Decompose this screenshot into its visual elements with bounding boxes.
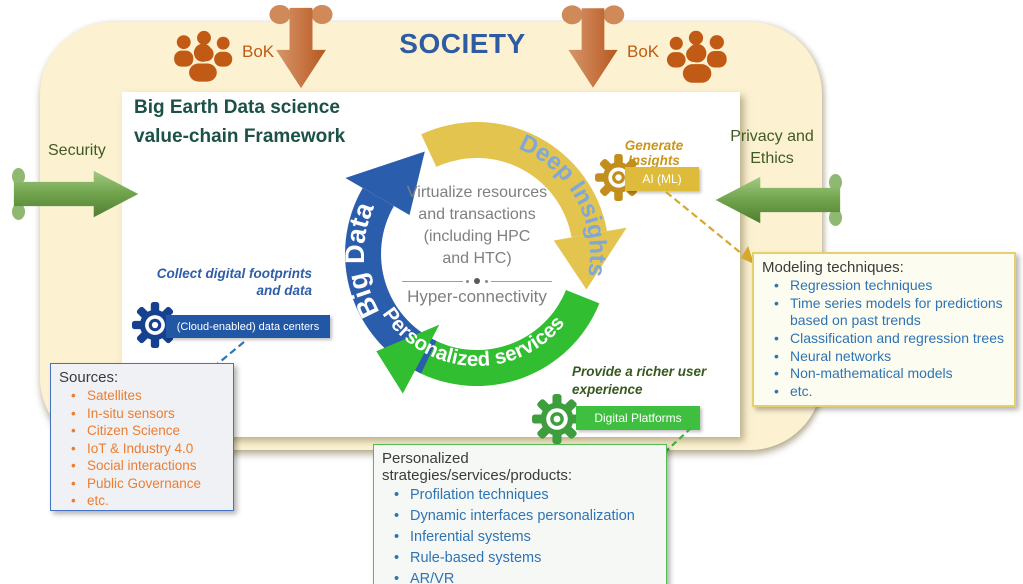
security-arrow-icon (12, 164, 142, 224)
center-line2: and transactions (418, 206, 536, 224)
privacy-line2: Ethics (750, 149, 794, 167)
divider-line (402, 280, 463, 282)
provide-line2: experience (572, 381, 643, 397)
modeling-box: Modeling techniques: Regression techniqu… (752, 252, 1016, 408)
big-data-arrowhead (345, 151, 425, 215)
center-line1: Virtualize resources (406, 184, 548, 201)
framework-title-line2: value-chain Framework (134, 125, 346, 147)
society-label: SOCIETY (399, 28, 526, 59)
list-item: Public Governance (69, 475, 225, 493)
collect-line1: Collect digital footprints (156, 266, 312, 281)
list-item: Citizen Science (69, 422, 225, 440)
list-item: Neural networks (772, 348, 1006, 366)
personalized-list: Profilation techniquesDynamic interfaces… (382, 485, 658, 584)
list-item: Rule-based systems (392, 548, 658, 569)
connector-dashed-green (662, 427, 692, 455)
divider-line (491, 280, 552, 282)
list-item: Profilation techniques (392, 485, 658, 506)
list-item: In-situ sensors (69, 405, 225, 423)
gear-icon (532, 394, 582, 444)
personalized-box-title: Personalized strategies/services/product… (382, 450, 573, 484)
provide-experience-note: Provide a richer user experience (572, 363, 722, 398)
big-data-arc (345, 188, 437, 374)
list-item: Non-mathematical models (772, 365, 1006, 383)
security-label: Security (48, 142, 106, 159)
ribbon-arrow-down-icon (262, 4, 340, 92)
divider-dot-small (466, 279, 469, 283)
list-item: etc. (772, 383, 1006, 401)
connector-dashed-gold (665, 191, 754, 264)
framework-title-line1: Big Earth Data science (134, 97, 340, 118)
personalized-services-arrowhead (376, 324, 440, 394)
modeling-box-title: Modeling techniques: (762, 259, 904, 276)
divider-dot-small (485, 279, 488, 283)
privacy-line1: Privacy and (730, 128, 814, 145)
sources-box-title: Sources: (59, 369, 119, 386)
privacy-ethics-label: Privacy and Ethics (724, 126, 820, 169)
collect-line2: and data (256, 282, 312, 298)
center-line3: (including HPC (423, 228, 531, 246)
list-item: Inferential systems (392, 527, 658, 548)
personalized-box: Personalized strategies/services/product… (373, 444, 667, 584)
modeling-list: Regression techniquesTime series models … (762, 277, 1006, 400)
list-item: Time series models for predictions based… (772, 295, 1006, 330)
center-line4: and HTC) (442, 250, 512, 268)
list-item: Social interactions (69, 457, 225, 475)
center-divider (402, 278, 552, 284)
framework-title: Big Earth Data science value-chain Frame… (134, 94, 345, 151)
provide-line1: Provide a richer user (572, 364, 707, 379)
sources-list: SatellitesIn-situ sensorsCitizen Science… (59, 387, 225, 510)
personalized-services-arc (415, 290, 600, 387)
sources-box: Sources: SatellitesIn-situ sensorsCitize… (50, 363, 234, 511)
list-item: AR/VR (392, 569, 658, 584)
virtualize-text: Virtualize resources and transactions (i… (382, 182, 572, 270)
ribbon-arrow-down-icon (557, 4, 629, 92)
digital-platforms-tag: Digital Platforms (576, 406, 700, 430)
datacenters-tag: (Cloud-enabled) data centers (166, 315, 330, 338)
hyper-connectivity-label: Hyper-connectivity (407, 287, 547, 306)
list-item: Classification and regression trees (772, 330, 1006, 348)
divider-dot (474, 278, 480, 284)
people-group-icon (172, 28, 236, 84)
list-item: IoT & Industry 4.0 (69, 440, 225, 458)
bok-label-left: BoK (242, 42, 275, 61)
ai-ml-tag: AI (ML) (625, 167, 699, 191)
collect-footprints-note: Collect digital footprints and data (152, 266, 312, 300)
people-group-icon (663, 28, 729, 85)
list-item: Regression techniques (772, 277, 1006, 295)
deep-insights-arc (421, 122, 607, 238)
list-item: Satellites (69, 387, 225, 405)
list-item: Dynamic interfaces personalization (392, 506, 658, 527)
deep-insights-arrowhead (553, 227, 627, 290)
list-item: etc. (69, 492, 225, 510)
bok-label-right: BoK (627, 42, 660, 61)
generate-insights-note: Generate Insights (624, 138, 684, 168)
value-chain-cycle: Big Data Deep Insights Personalized serv… (340, 122, 627, 394)
